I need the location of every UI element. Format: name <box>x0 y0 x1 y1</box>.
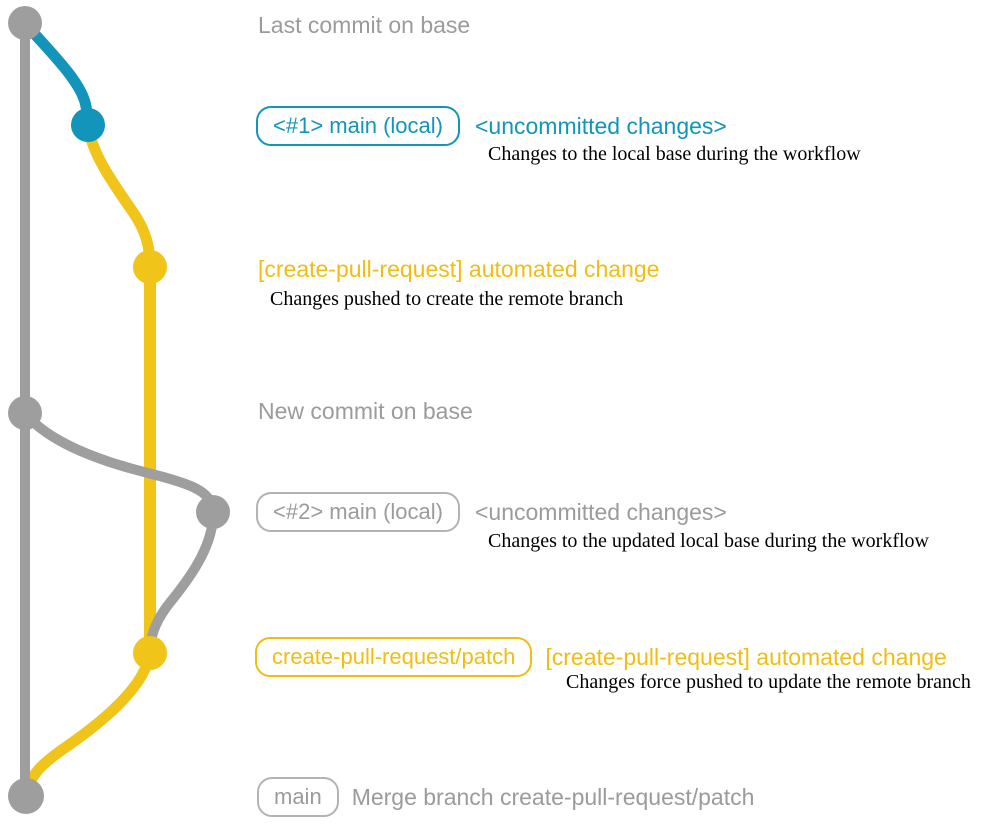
commit-dot-last-commit-on-base <box>8 6 42 40</box>
commit-2-description: Changes to the updated local base during… <box>488 530 929 552</box>
commit-dot-1-local-main <box>71 108 105 142</box>
commit-patch-description: Changes force pushed to update the remot… <box>566 671 971 693</box>
branch-line-yellow-merge <box>20 651 156 798</box>
commit-merge-title: Merge branch create-pull-request/patch <box>351 783 755 810</box>
branch-badge-main: main <box>257 777 339 817</box>
commit-1-description: Changes to the local base during the wor… <box>488 143 861 165</box>
branch-line-gray-rebase-out <box>21 409 218 510</box>
git-graph <box>8 6 230 814</box>
commit-dot-new-commit-on-base <box>8 396 42 430</box>
header-new-commit-on-base: New commit on base <box>258 398 473 424</box>
commit-dot-patch-force-pushed <box>133 636 167 670</box>
branch-badge-create-pull-request-patch: create-pull-request/patch <box>255 637 533 677</box>
header-last-commit-on-base: Last commit on base <box>258 12 471 38</box>
row-commit-merge: main Merge branch create-pull-request/pa… <box>257 777 754 817</box>
branch-line-yellow-out <box>82 124 156 268</box>
commit-2-title: <uncommitted changes> <box>474 498 727 525</box>
row-commit-1: <#1> main (local) <uncommitted changes> <box>256 106 727 146</box>
row-commit-2: <#2> main (local) <uncommitted changes> <box>256 492 727 532</box>
branch-line-blue <box>20 19 94 126</box>
row-commit-patch: create-pull-request/patch [create-pull-r… <box>255 637 947 677</box>
branch-line-gray-rebase-in <box>145 511 219 654</box>
commit-dot-2-local-main <box>196 495 230 529</box>
commit-dot-merge <box>8 778 44 814</box>
commit-patch-title: [create-pull-request] automated change <box>545 643 947 670</box>
branch-badge-main-local-1: <#1> main (local) <box>256 106 460 146</box>
commit-cpr-title: [create-pull-request] automated change <box>258 256 660 282</box>
branch-badge-main-local-2: <#2> main (local) <box>256 492 460 532</box>
commit-cpr-description: Changes pushed to create the remote bran… <box>270 288 624 310</box>
commit-dot-create-pull-request <box>133 250 167 284</box>
commit-1-title: <uncommitted changes> <box>474 112 727 139</box>
